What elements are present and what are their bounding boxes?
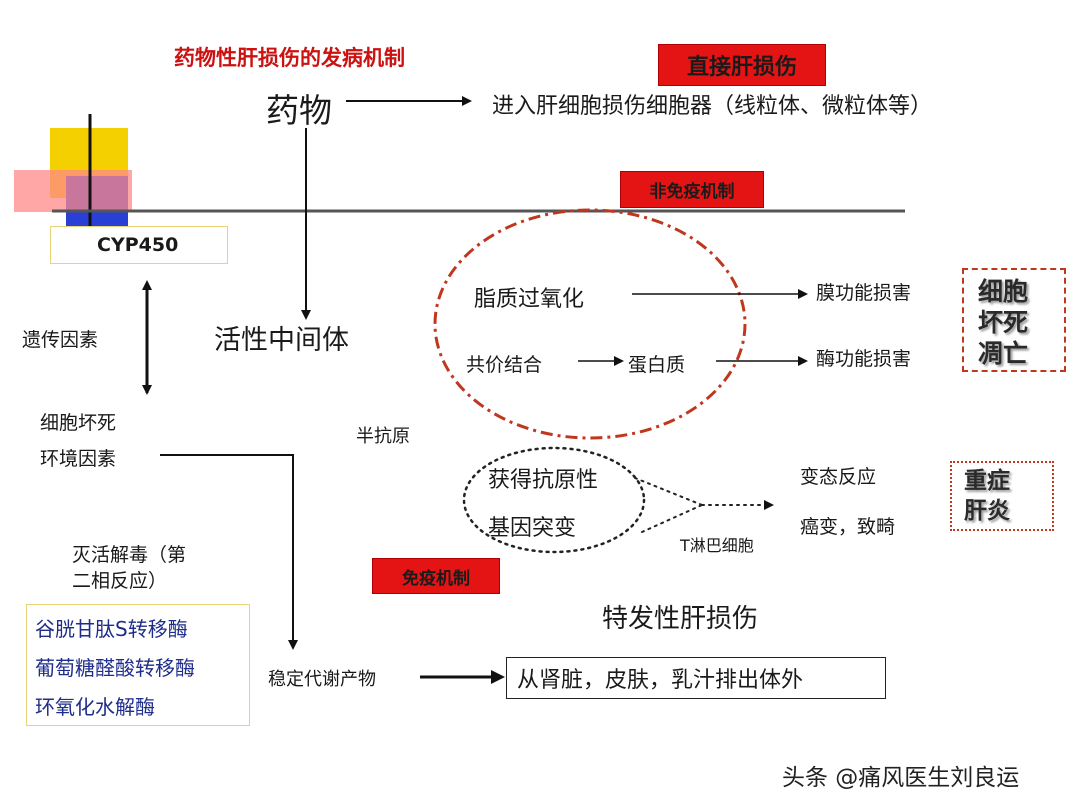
idiosyncratic-label: 特发性肝损伤 xyxy=(602,604,759,634)
antigenicity-label: 获得抗原性 xyxy=(488,468,599,493)
severe-hepatitis-box: 重症 肝炎 xyxy=(950,461,1054,531)
immune-label: 免疫机制 xyxy=(372,558,500,594)
cell-death-line3: 凋亡 xyxy=(978,339,1029,368)
cell-death-line2: 坏死 xyxy=(978,308,1029,337)
cell-death-line1: 细胞 xyxy=(978,277,1029,306)
dotted-connector-upper xyxy=(634,477,703,506)
detox-line1: 灭活解毒（第 xyxy=(72,544,187,566)
genetic-factor-label: 遗传因素 xyxy=(22,329,99,351)
cyp450-box: CYP450 xyxy=(50,226,228,264)
dotted-connector-lower xyxy=(641,504,703,533)
lipid-peroxidation-label: 脂质过氧化 xyxy=(474,287,585,312)
active-intermediate-label: 活性中间体 xyxy=(214,325,349,356)
severe-hepatitis-line2: 肝炎 xyxy=(964,498,1010,524)
hapten-label: 半抗原 xyxy=(356,426,410,447)
phase2-enzyme-box: 谷胱甘肽S转移酶 葡萄糖醛酸转移酶 环氧化水解酶 xyxy=(26,604,250,726)
mutation-label: 基因突变 xyxy=(488,516,577,541)
severe-hepatitis-line1: 重症 xyxy=(964,468,1010,494)
non-immune-label: 非免疫机制 xyxy=(620,171,764,208)
excretion-box: 从肾脏，皮肤，乳汁排出体外 xyxy=(506,657,886,699)
allergy-label: 变态反应 xyxy=(800,466,877,488)
t-lymphocyte-label: T淋巴细胞 xyxy=(680,536,754,555)
environment-factor-label: 环境因素 xyxy=(40,448,117,470)
direct-injury-label: 直接肝损伤 xyxy=(658,44,826,86)
watermark-text: 头条 @痛风医生刘良运 xyxy=(782,765,1020,791)
enzyme-item: 谷胱甘肽S转移酶 xyxy=(35,617,188,641)
membrane-damage-label: 膜功能损害 xyxy=(816,282,912,304)
decorative-blocks xyxy=(14,114,132,240)
diagram-title: 药物性肝损伤的发病机制 xyxy=(174,46,405,70)
arrow-environment-metabolite xyxy=(160,454,298,650)
non-immune-ellipse xyxy=(433,208,747,440)
excretion-label: 从肾脏，皮肤，乳汁排出体外 xyxy=(517,668,804,693)
immune-ellipse xyxy=(462,446,646,554)
necrosis-label: 细胞坏死 xyxy=(40,412,117,434)
direct-effect-label: 进入肝细胞损伤细胞器（线粒体、微粒体等） xyxy=(492,94,933,119)
cancer-label: 癌变，致畸 xyxy=(800,516,896,538)
enzyme-item: 葡萄糖醛酸转移酶 xyxy=(35,656,195,680)
cyp450-label: CYP450 xyxy=(97,234,179,256)
drug-label: 药物 xyxy=(266,91,332,130)
stable-metabolite-label: 稳定代谢产物 xyxy=(268,669,376,690)
covalent-binding-label: 共价结合 xyxy=(466,354,543,376)
protein-label: 蛋白质 xyxy=(628,354,686,376)
enzyme-item: 环氧化水解酶 xyxy=(35,695,155,719)
enzyme-damage-label: 酶功能损害 xyxy=(816,348,912,370)
cell-death-box: 细胞 坏死 凋亡 xyxy=(962,268,1066,372)
detox-line2: 二相反应） xyxy=(72,570,168,592)
